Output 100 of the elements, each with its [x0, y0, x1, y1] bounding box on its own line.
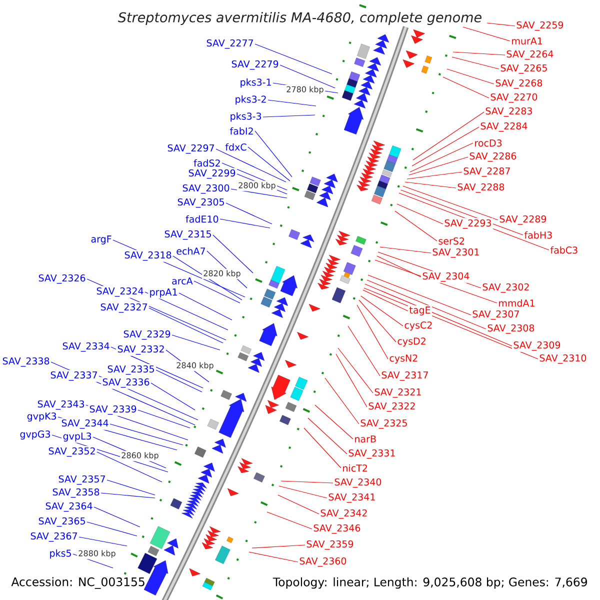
leader-line [226, 202, 272, 224]
gene-label: SAV_2308 [488, 324, 534, 334]
gene-label: pks5 [50, 549, 71, 559]
leader-line [100, 492, 156, 498]
leader-line [404, 182, 456, 188]
leader-line [248, 552, 298, 562]
gene-label: SAV_2335 [108, 365, 154, 375]
leader-line [314, 404, 354, 440]
leader-line [338, 348, 374, 394]
leader-line [252, 544, 306, 548]
leader-line [110, 424, 184, 446]
gene-label: SAV_2270 [490, 93, 538, 103]
leader-line [86, 404, 188, 440]
gene-label: SAV_2309 [514, 341, 560, 351]
gene-label: SAV_2304 [422, 272, 470, 282]
gene-label: fadS2 [194, 159, 220, 167]
scale-label: 2800 kbp [238, 182, 276, 190]
gene-label: fadE10 [186, 215, 218, 223]
gene-label: nicT2 [343, 464, 367, 472]
gene-label: SAV_2332 [118, 345, 164, 355]
gene-label: SAV_2344 [62, 419, 108, 429]
gene-label: SAV_2339 [90, 405, 136, 415]
gene-label: SAV_2265 [500, 64, 547, 74]
gene-label: SAV_2359 [306, 540, 354, 550]
leader-line [364, 284, 512, 346]
leader-line [378, 252, 482, 288]
gene-label: SAV_2302 [482, 283, 529, 293]
gene-label: pks3-3 [230, 112, 262, 122]
gene-label: SAV_2360 [300, 557, 346, 567]
leader-line [166, 350, 210, 382]
gene-label: gvpK3 [27, 412, 56, 422]
gene-label: SAV_2324 [96, 287, 144, 297]
leader-line [50, 362, 196, 426]
info-text: Topology: linear; Length: 9,025,608 bp; Genes: 7,669 [272, 577, 587, 589]
leader-line [216, 148, 286, 182]
gene-label: SAV_2343 [38, 400, 84, 410]
leader-line [222, 162, 288, 190]
leader-line [394, 210, 438, 242]
leader-line [172, 334, 220, 350]
leader-line [410, 142, 474, 172]
gene-label: SAV_2367 [30, 532, 77, 542]
scale-label: 2840 kbp [176, 362, 214, 370]
gene-label: mmdA1 [499, 299, 534, 307]
gene-label: SAV_2364 [46, 502, 92, 512]
leader-line [98, 376, 198, 420]
leader-line [308, 418, 348, 454]
gene-label: SAV_2289 [500, 215, 546, 225]
leader-line [248, 146, 290, 182]
leader-line [402, 186, 498, 220]
gene-label: SAV_2352 [48, 447, 95, 457]
gene-label: SAV_2338 [2, 357, 50, 367]
leader-line [368, 274, 472, 316]
leader-line [86, 522, 138, 536]
gene-label: pks3-2 [236, 95, 266, 105]
leader-line [144, 292, 228, 330]
leader-line [348, 326, 380, 376]
gene-label: SAV_2326 [38, 274, 86, 284]
gene-label: murA1 [512, 37, 542, 45]
scale-label: 2820 kbp [204, 270, 240, 278]
leader-line [376, 256, 422, 278]
gene-label: gvpL3 [63, 432, 92, 442]
leader-line [452, 52, 506, 56]
leader-line [336, 354, 368, 408]
gene-label: SAV_2346 [314, 524, 360, 534]
gene-label: SAV_2288 [458, 183, 504, 193]
gene-label: SAV_2321 [374, 388, 421, 398]
leader-line [462, 26, 510, 42]
gene-label: SAV_2336 [102, 378, 150, 388]
leader-line [178, 292, 232, 320]
leader-line [268, 100, 316, 106]
gene-label: echA7 [176, 247, 205, 255]
gene-label: SAV_2259 [516, 21, 564, 31]
gene-label: SAV_2310 [540, 354, 586, 364]
gene-label: SAV_2268 [496, 79, 542, 89]
gene-label: SAV_2283 [486, 107, 532, 117]
leader-line [106, 480, 156, 496]
leader-line [356, 304, 388, 360]
leader-line [452, 56, 500, 70]
gene-label: SAV_2315 [164, 230, 211, 240]
leader-line [138, 410, 190, 428]
title: Streptomyces avermitilis MA-4680, complete genome [118, 12, 482, 26]
gene-label: SAV_2365 [38, 517, 85, 527]
gene-label: SAV_2322 [368, 402, 415, 412]
gene-label: SAV_2358 [52, 488, 100, 498]
gene-label: arcA [172, 277, 193, 285]
gene-label: narB [355, 435, 376, 443]
scale-label: 2780 kbp [286, 86, 324, 94]
leader-line [96, 452, 162, 482]
leader-line [110, 346, 204, 388]
gene-label: SAV_2287 [464, 167, 510, 177]
gene-label: SAV_2331 [348, 449, 395, 459]
leader-line [148, 308, 224, 344]
gene-label: SAV_2286 [470, 152, 516, 162]
gene-label: rocD3 [475, 139, 502, 147]
gene-label: SAV_2341 [328, 493, 375, 503]
leader-line [358, 300, 396, 342]
gene-label: tagE [409, 306, 430, 316]
leader-line [92, 436, 166, 468]
leader-line [212, 234, 254, 274]
leader-line [254, 44, 332, 74]
